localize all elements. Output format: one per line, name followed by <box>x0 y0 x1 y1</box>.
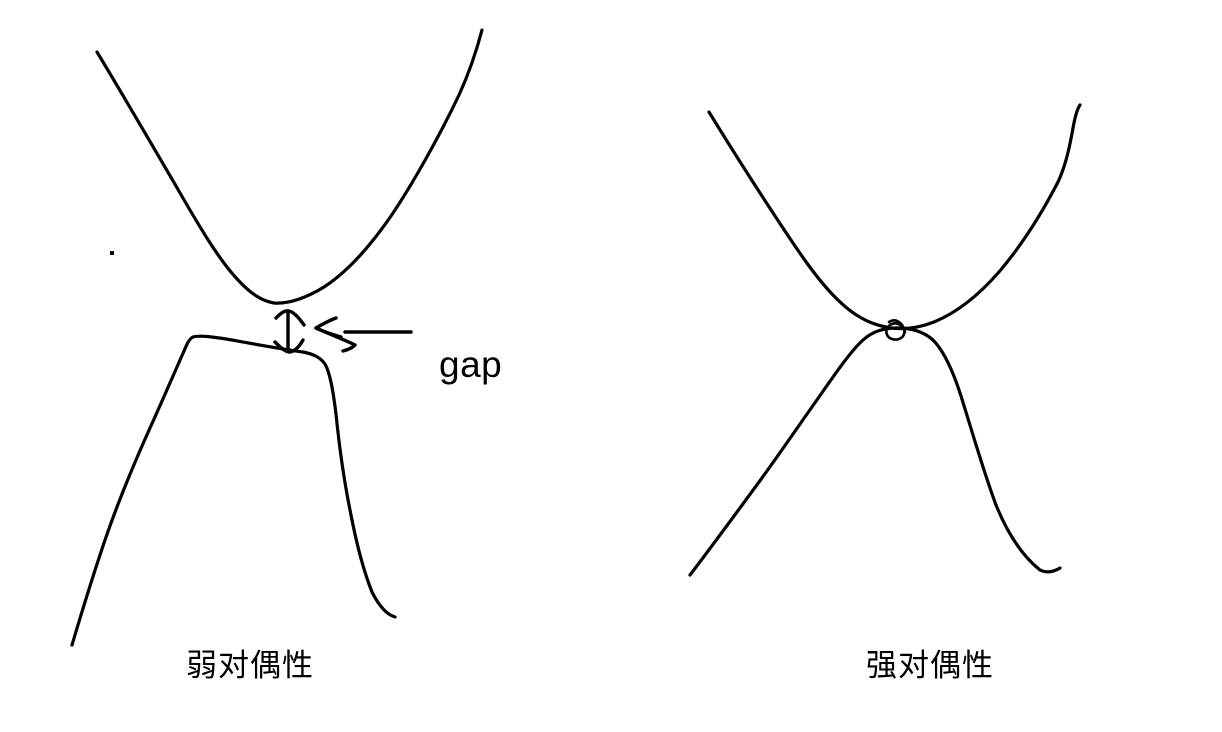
caption-weak-duality: 弱对偶性 <box>186 648 314 683</box>
panel-strong-duality <box>688 103 1082 577</box>
gap-measure-arrow-head-up <box>274 309 306 327</box>
gap-label: gap <box>439 344 503 385</box>
left-dual-curve <box>70 334 397 647</box>
right-primal-curve <box>707 103 1082 331</box>
right-dual-curve <box>688 326 1062 577</box>
tangency-point-mark <box>885 319 907 341</box>
caption-strong-duality: 强对偶性 <box>866 648 994 683</box>
panel-weak-duality <box>70 28 484 647</box>
stray-ink-speck <box>110 251 114 255</box>
gap-measure-arrow-head-down <box>273 338 305 354</box>
left-primal-curve <box>95 28 484 305</box>
gap-pointer-arrow-head-lower <box>314 326 357 353</box>
